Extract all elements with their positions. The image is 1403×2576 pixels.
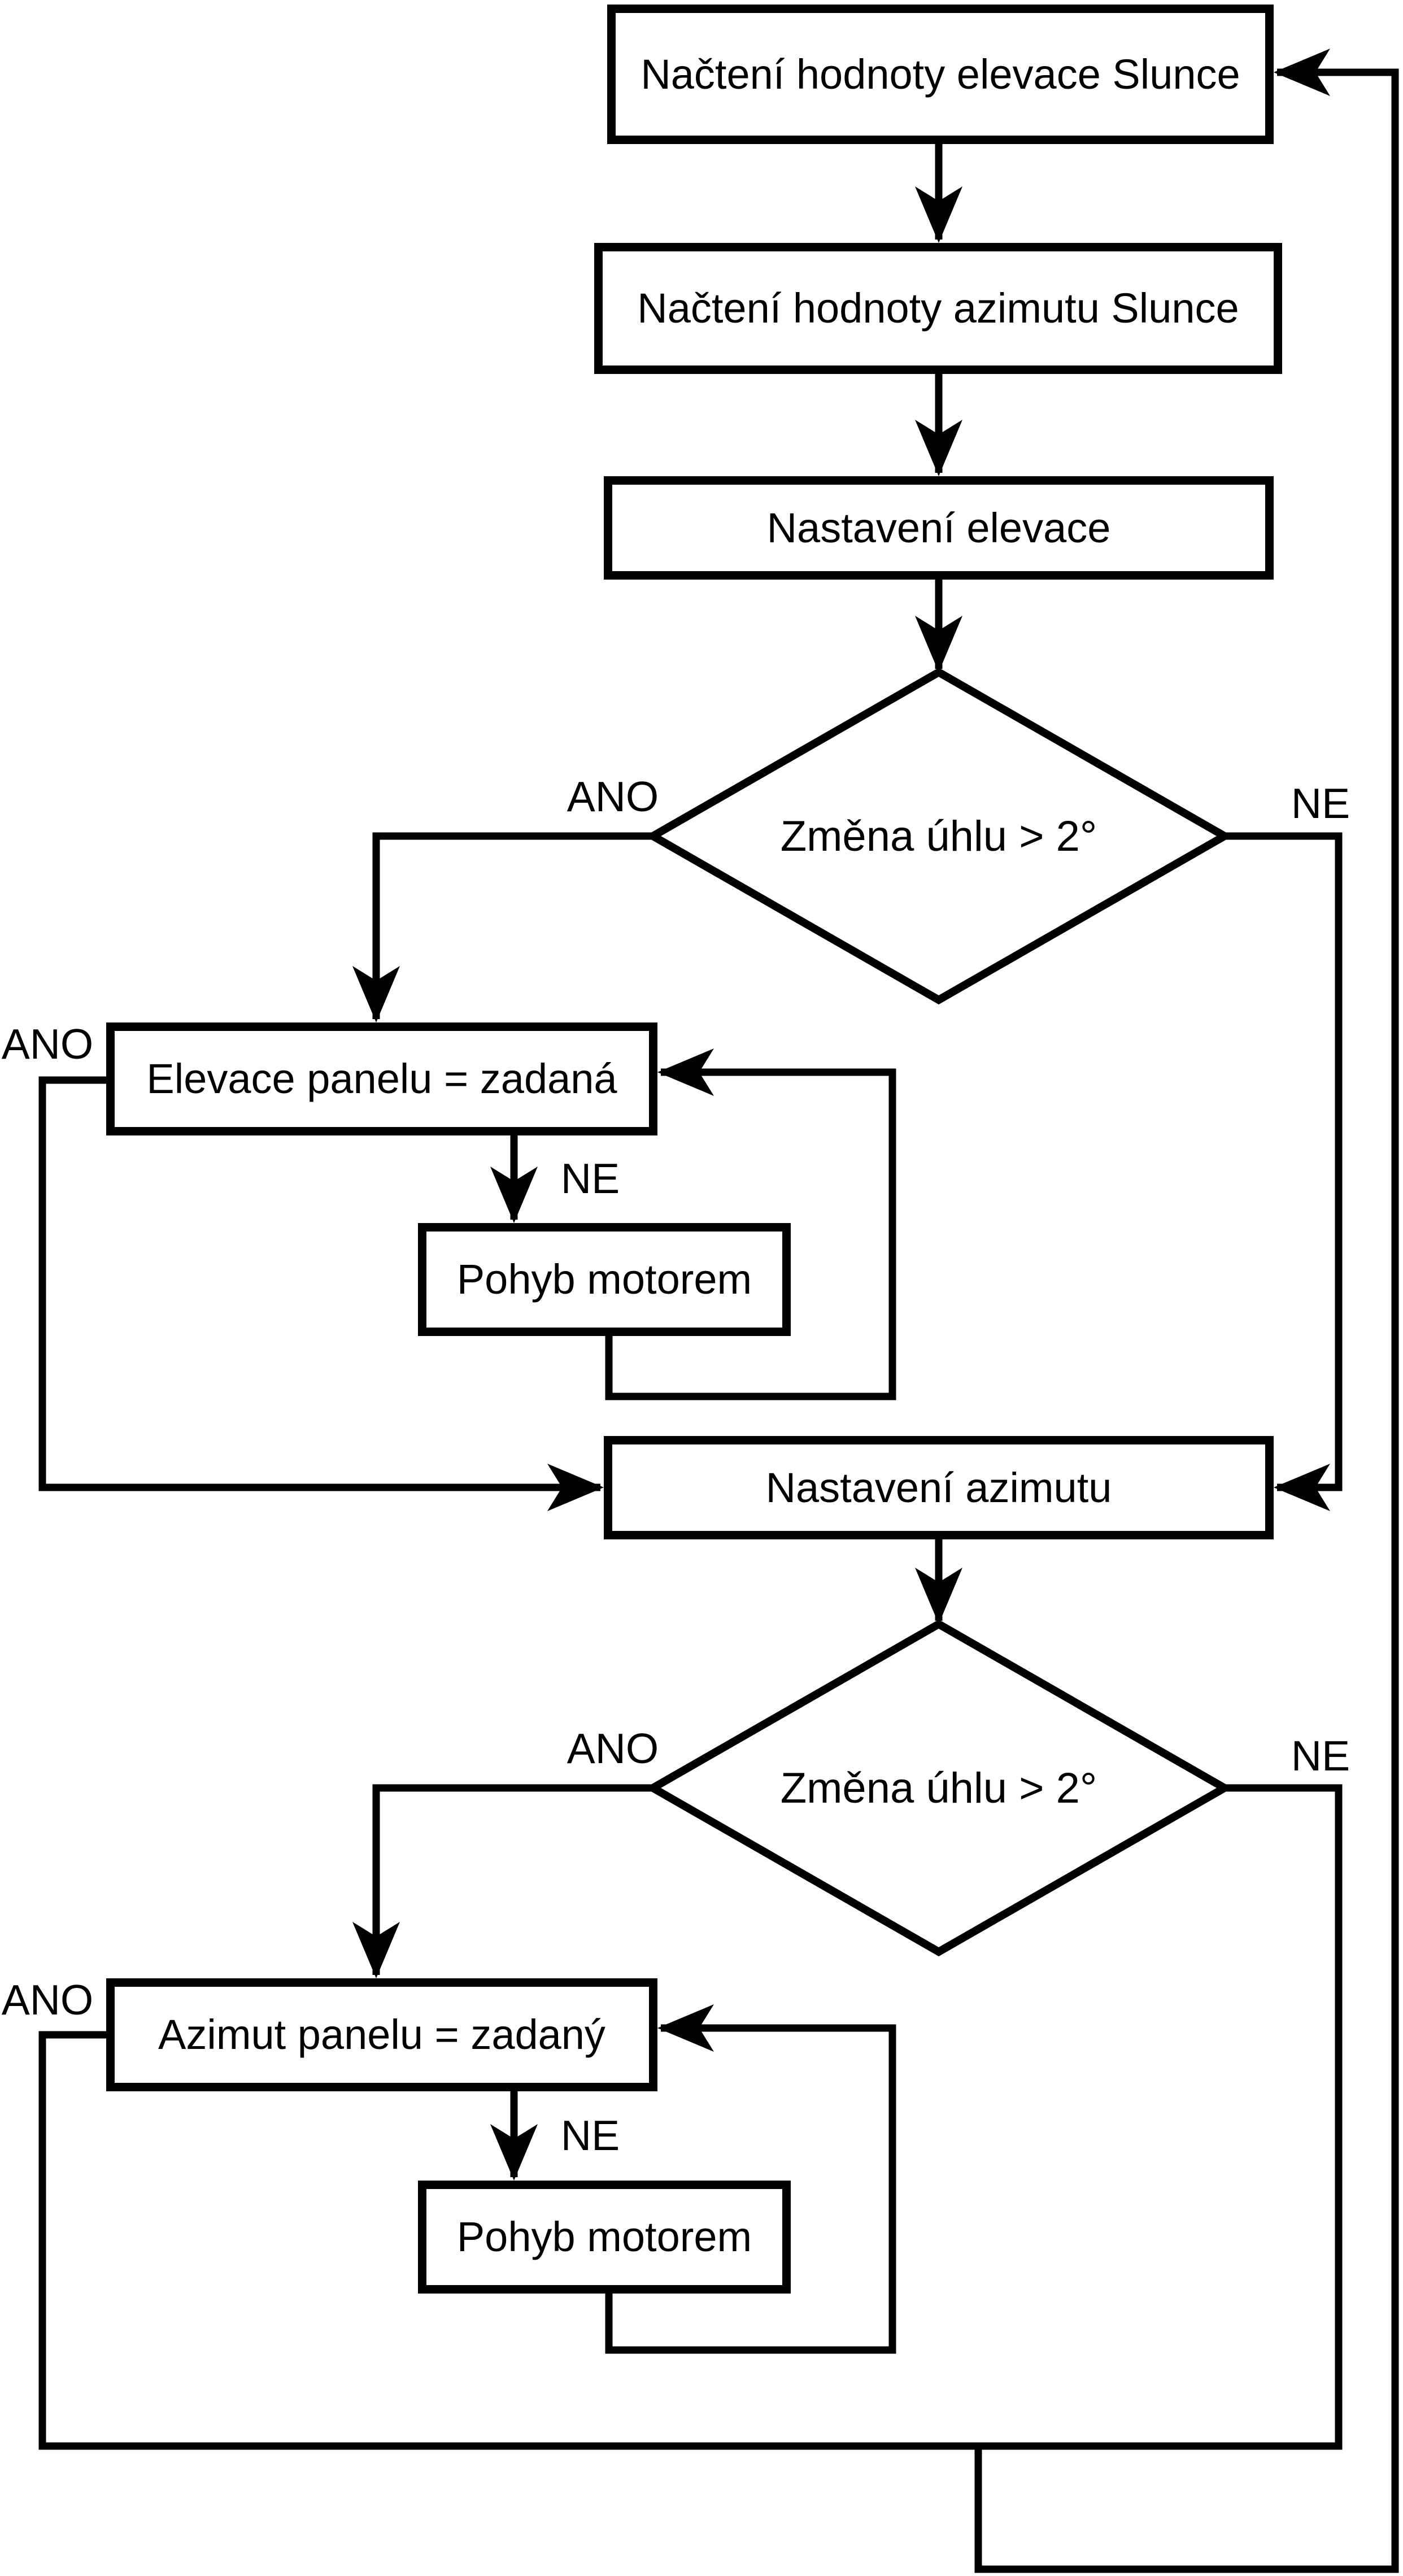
node-azimuth-equal: Azimut panelu = zadaný: [106, 1978, 657, 2091]
edge-azimuth-equal-ano: [38, 2031, 978, 2450]
node-azimuth-equal-label: Azimut panelu = zadaný: [158, 2011, 605, 2059]
node-read-azimuth-label: Načtení hodnoty azimutu Slunce: [637, 285, 1239, 332]
label-decision-azimuth-ano: ANO: [567, 1725, 659, 1772]
decision-azimuth-diamond: [644, 1619, 1233, 1957]
edge-decision-elevation-ano: [352, 832, 653, 1022]
node-motor-elevation-label: Pohyb motorem: [456, 1256, 752, 1303]
edge-motor-elevation-loop: [605, 1048, 896, 1400]
edge-decision-elevation-ne: [1225, 832, 1343, 1511]
node-motor-azimuth-label: Pohyb motorem: [456, 2213, 752, 2261]
decision-elevation-text: Změna úhlu > 2°: [653, 801, 1225, 871]
label-azimuth-equal-ne: NE: [560, 2112, 620, 2159]
label-decision-elevation-ano: ANO: [567, 773, 659, 820]
node-motor-azimuth: Pohyb motorem: [418, 2181, 791, 2294]
label-azimuth-equal-ano: ANO: [1, 1976, 94, 2024]
decision-elevation-label: Změna úhlu > 2°: [780, 812, 1097, 860]
decision-azimuth-label: Změna úhlu > 2°: [780, 1764, 1097, 1812]
node-set-azimuth-label: Nastavení azimutu: [765, 1464, 1112, 1511]
node-elevation-equal: Elevace panelu = zadaná: [106, 1022, 657, 1135]
label-decision-elevation-ne: NE: [1291, 780, 1350, 827]
label-elevation-equal-ne: NE: [560, 1155, 620, 1202]
edge-decision-azimuth-ne-return: [974, 49, 1399, 2573]
decision-elevation-diamond: [644, 667, 1233, 1005]
node-motor-elevation: Pohyb motorem: [418, 1223, 791, 1336]
node-set-elevation-label: Nastavení elevace: [766, 504, 1111, 551]
edge-decision-azimuth-ano: [352, 1784, 653, 1978]
label-decision-azimuth-ne: NE: [1291, 1732, 1350, 1779]
node-elevation-equal-label: Elevace panelu = zadaná: [146, 1055, 617, 1103]
decision-azimuth-text: Změna úhlu > 2°: [653, 1753, 1225, 1823]
node-read-elevation: Načtení hodnoty elevace Slunce: [607, 5, 1274, 144]
node-read-azimuth: Načtení hodnoty azimutu Slunce: [594, 243, 1282, 374]
node-set-elevation: Nastavení elevace: [604, 476, 1274, 580]
node-read-elevation-label: Načtení hodnoty elevace Slunce: [640, 50, 1240, 98]
edge-motor-azimuth-loop: [605, 2004, 896, 2354]
node-set-azimuth: Nastavení azimutu: [604, 1436, 1274, 1539]
label-elevation-equal-ano: ANO: [1, 1020, 94, 1068]
edge-elevation-equal-ano: [38, 1076, 604, 1511]
